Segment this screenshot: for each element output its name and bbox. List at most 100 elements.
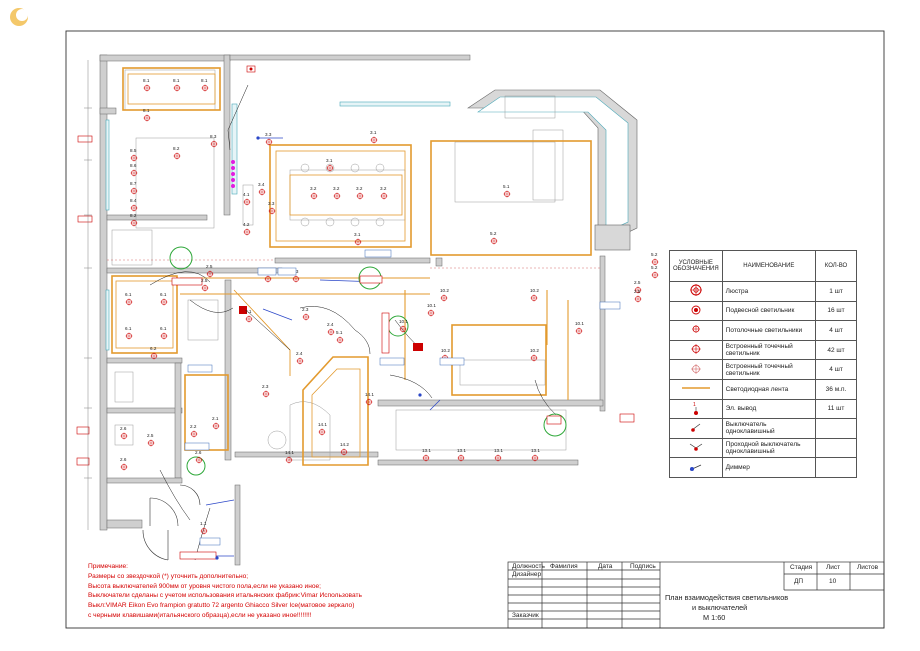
room-boundary-lines	[107, 259, 600, 269]
light-fixture-icon	[365, 398, 373, 406]
notes-line: Высота выключателей 900мм от уровня чист…	[88, 582, 322, 590]
walls	[99, 54, 606, 566]
bay-window	[467, 89, 638, 251]
light-fixture-icon	[530, 354, 538, 362]
legend-qty: 4 шт	[815, 320, 857, 341]
light-fixture-icon	[243, 198, 251, 206]
fixture-number-label: 6.1	[125, 292, 132, 297]
fixture-number-label: 3.2	[380, 186, 387, 191]
stamp-role-client: Заказчик	[512, 612, 539, 619]
ceiling-light-icon	[669, 320, 723, 341]
legend-header-row: УСЛОВНЫЕ ОБОЗНАЧЕНИЯ НАИМЕНОВАНИЕ КОЛ-ВО	[669, 250, 857, 282]
fixture-number-label: 5.2	[490, 231, 497, 236]
svg-text:1: 1	[693, 402, 696, 408]
legend-label: Диммер	[721, 457, 817, 478]
fixture-number-label: 6.1	[160, 292, 167, 297]
passthrough-switch-icon	[669, 437, 723, 459]
legend-qty	[815, 418, 857, 439]
legend-row: Встроенный точечный светильник 4 шт	[669, 359, 857, 380]
light-fixture-icon	[634, 295, 642, 303]
fixture-number-label: 13.1	[457, 448, 466, 453]
single-switch-icon	[669, 418, 723, 439]
light-fixture-icon	[575, 327, 583, 335]
legend-qty: 11 шт	[815, 398, 857, 420]
fixture-number-label: 8.3	[210, 134, 217, 139]
fixture-number-label: 8.7	[130, 181, 137, 186]
fixture-number-label: 6.2	[150, 346, 157, 351]
legend-label: Встроенный точечный светильник	[721, 339, 817, 361]
stamp-sheet: 10	[829, 578, 837, 585]
legend-label: Люстра	[721, 281, 817, 302]
legend-label: Светодиодная лента	[721, 378, 817, 400]
light-fixture-icon	[285, 456, 293, 464]
light-fixture-icon	[173, 84, 181, 92]
light-fixture-icon	[243, 228, 251, 236]
light-fixture-icon	[354, 238, 362, 246]
stamp-col-surname: Фамилия	[550, 563, 578, 570]
stamp-role-position: Должность	[512, 563, 545, 570]
fixture-number-label: 14.1	[365, 392, 374, 397]
light-fixture-icon	[302, 313, 310, 321]
fixture-number-label: 3.2	[356, 186, 363, 191]
fixture-number-label: 2.5	[634, 289, 641, 294]
legend-header-name: НАИМЕНОВАНИЕ	[721, 250, 817, 282]
light-fixture-icon	[130, 154, 138, 162]
fixture-number-label: 7.1	[245, 309, 252, 314]
fixture-number-label: 2.4	[327, 322, 334, 327]
led-strip-icon	[669, 378, 723, 400]
fixture-number-label: 2.5	[206, 264, 213, 269]
fixture-number-label: 3.2	[310, 186, 317, 191]
light-fixture-icon	[160, 332, 168, 340]
light-fixture-icon	[130, 169, 138, 177]
light-fixture-icon	[120, 432, 128, 440]
light-fixture-icon	[160, 298, 168, 306]
fixture-number-label: 10.2	[530, 348, 539, 353]
light-fixture-icon	[190, 430, 198, 438]
light-fixture-icon	[210, 140, 218, 148]
light-fixture-icon	[399, 325, 407, 333]
fixture-number-label: 2.3	[302, 307, 309, 312]
legend-row: 1 Эл. вывод 11 шт	[669, 398, 857, 420]
legend-qty: 1 шт	[815, 281, 857, 302]
fixture-number-label: 2.5	[201, 278, 208, 283]
light-fixture-icon	[503, 190, 511, 198]
light-fixture-icon	[130, 204, 138, 212]
notes-line: Размеры со звездочкой (*) уточнить допол…	[88, 572, 249, 580]
legend-label: Эл. вывод	[721, 398, 817, 420]
light-fixture-icon	[130, 187, 138, 195]
stamp-stage-label: Стадия	[790, 564, 813, 571]
fixture-number-label: 6.1	[160, 326, 167, 331]
fixture-number-label: 13.1	[422, 448, 431, 453]
chandelier-icon	[669, 281, 723, 302]
bar-pendants	[231, 160, 235, 188]
legend-row: Люстра 1 шт	[669, 281, 857, 302]
fixture-number-label: 8.2	[173, 146, 180, 151]
dimmer-icon	[669, 457, 723, 478]
light-fixture-icon	[494, 454, 502, 462]
legend-row: Диммер	[669, 457, 857, 478]
light-fixture-icon	[490, 237, 498, 245]
fixture-number-label: 4.1	[243, 192, 250, 197]
legend-label: Подвесной светильник	[721, 300, 817, 322]
light-fixture-icon	[173, 152, 181, 160]
fixture-number-label: 10.2	[530, 288, 539, 293]
light-fixture-icon	[130, 219, 138, 227]
light-fixture-icon	[326, 164, 334, 172]
legend-label: Выключатель одноклавишный	[721, 418, 817, 439]
fixture-number-label: 14.2	[340, 442, 349, 447]
fixture-number-label: 5.1	[336, 330, 343, 335]
light-fixture-icon	[380, 192, 388, 200]
sheet-frame	[65, 30, 885, 629]
fixture-number-label: 8.4	[130, 198, 137, 203]
drawing-title: План взаимодействия светильников	[665, 593, 789, 602]
light-fixture-icon	[651, 271, 659, 279]
light-fixture-icon	[143, 84, 151, 92]
fixture-number-label: 2.1	[212, 416, 219, 421]
fixture-number-label: 13.1	[494, 448, 503, 453]
light-fixture-icon	[310, 192, 318, 200]
drawing-scale: М 1:60	[703, 613, 726, 622]
legend-header-qty: КОЛ-ВО	[815, 250, 857, 282]
stamp-col-signature: Подпись	[630, 563, 656, 570]
light-fixture-icon	[336, 336, 344, 344]
fixtures-layer	[120, 84, 659, 535]
